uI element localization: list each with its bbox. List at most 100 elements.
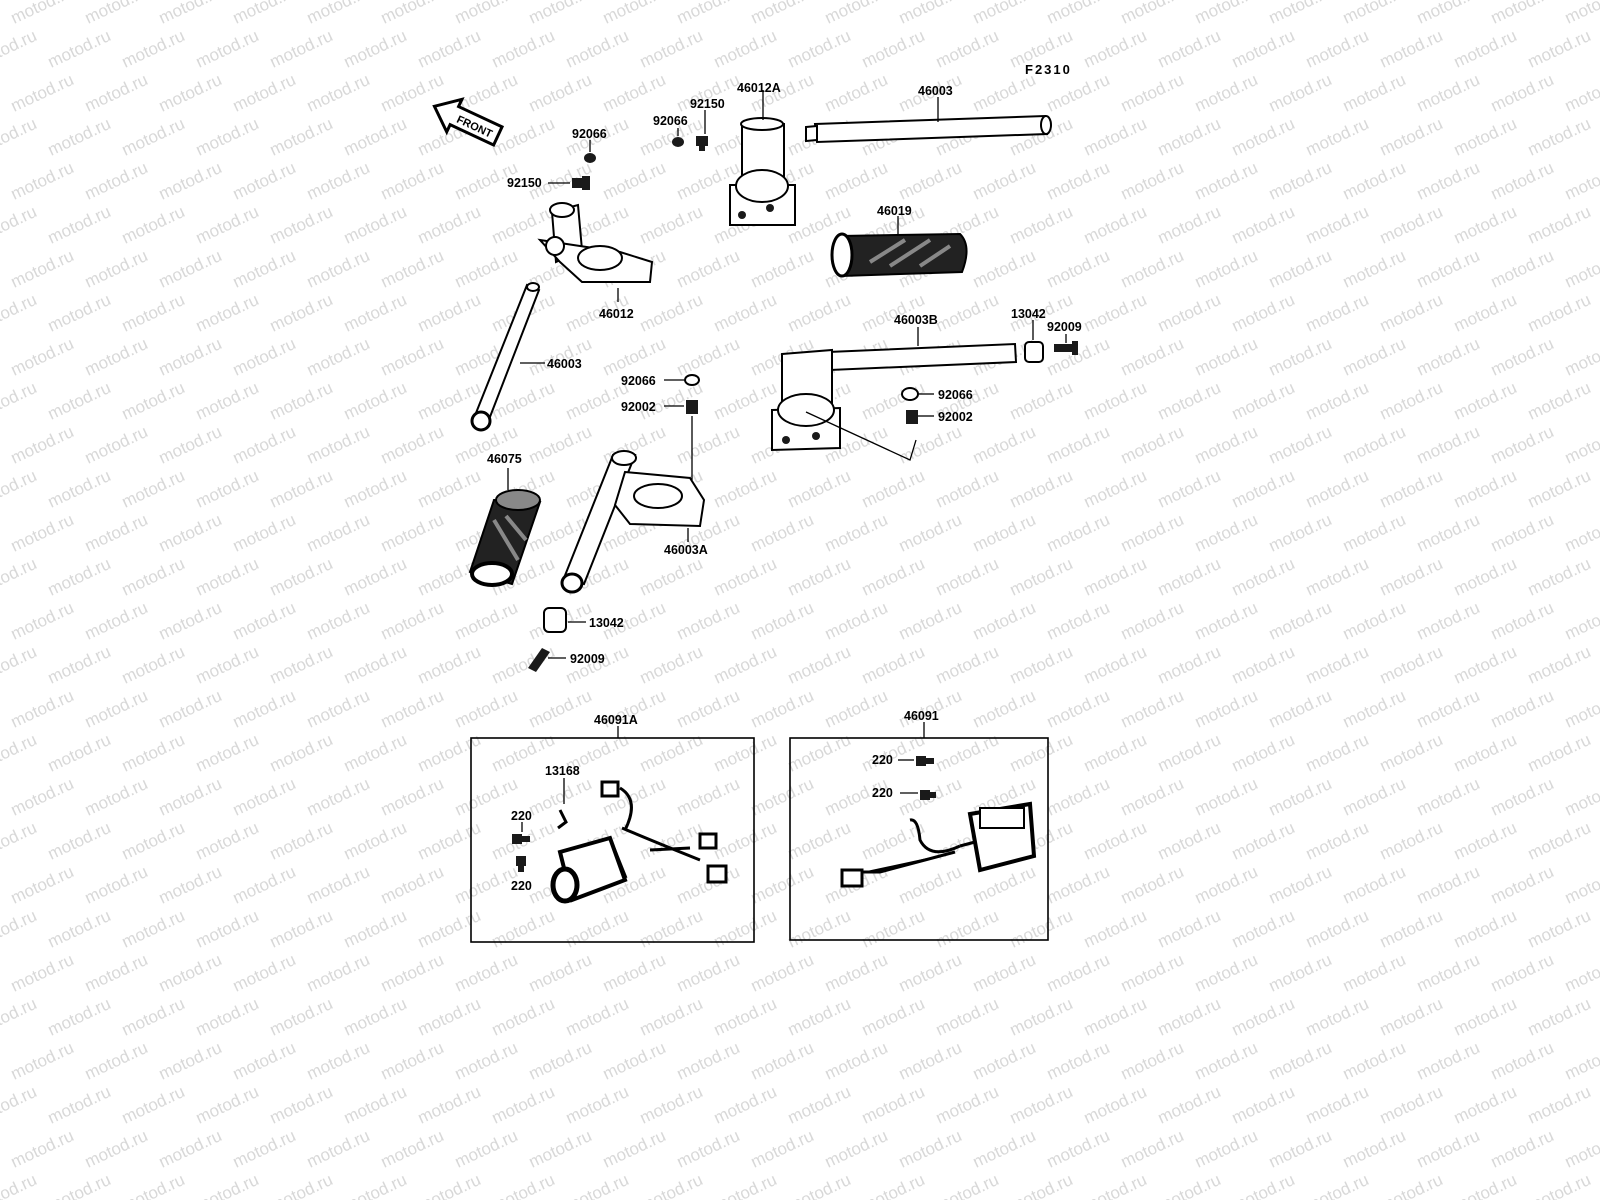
watermark-text: motod.ru bbox=[896, 422, 965, 468]
watermark-text: motod.ru bbox=[304, 0, 373, 28]
label-92002-mid: 92002 bbox=[621, 400, 656, 414]
watermark-text: motod.ru bbox=[304, 422, 373, 468]
watermark-text: motod.ru bbox=[193, 114, 262, 160]
watermark-text: motod.ru bbox=[0, 950, 3, 996]
watermark-text: motod.ru bbox=[526, 0, 595, 28]
watermark-text: motod.ru bbox=[82, 862, 151, 908]
watermark-text: motod.ru bbox=[637, 1170, 706, 1200]
watermark-text: motod.ru bbox=[0, 818, 40, 864]
watermark-text: motod.ru bbox=[1229, 642, 1298, 688]
watermark-text: motod.ru bbox=[1118, 950, 1187, 996]
watermark-text: motod.ru bbox=[1525, 554, 1594, 600]
watermark-text: motod.ru bbox=[378, 334, 447, 380]
watermark-text: motod.ru bbox=[1525, 906, 1594, 952]
watermark-text: motod.ru bbox=[0, 642, 40, 688]
watermark-text: motod.ru bbox=[600, 950, 669, 996]
watermark-text: motod.ru bbox=[1340, 950, 1409, 996]
watermark-text: motod.ru bbox=[859, 994, 928, 1040]
watermark-text: motod.ru bbox=[1525, 290, 1594, 336]
watermark-text: motod.ru bbox=[674, 950, 743, 996]
watermark-text: motod.ru bbox=[1081, 642, 1150, 688]
watermark-text: motod.ru bbox=[1377, 1170, 1446, 1200]
watermark-text: motod.ru bbox=[341, 730, 410, 776]
watermark-text: motod.ru bbox=[1488, 422, 1557, 468]
watermark-text: motod.ru bbox=[1451, 26, 1520, 72]
watermark-text: motod.ru bbox=[1229, 26, 1298, 72]
watermark-text: motod.ru bbox=[1081, 1082, 1150, 1128]
watermark-text: motod.ru bbox=[341, 642, 410, 688]
watermark-text: motod.ru bbox=[156, 774, 225, 820]
label-46019: 46019 bbox=[877, 204, 912, 218]
watermark-text: motod.ru bbox=[1118, 598, 1187, 644]
watermark-text: motod.ru bbox=[970, 158, 1039, 204]
watermark-text: motod.ru bbox=[1525, 114, 1594, 160]
watermark-text: motod.ru bbox=[230, 158, 299, 204]
watermark-text: motod.ru bbox=[1081, 26, 1150, 72]
front-arrow-icon: FRONT bbox=[432, 97, 505, 147]
watermark-text: motod.ru bbox=[378, 422, 447, 468]
watermark-text: motod.ru bbox=[1303, 994, 1372, 1040]
watermark-text: motod.ru bbox=[1192, 422, 1261, 468]
watermark-text: motod.ru bbox=[1118, 246, 1187, 292]
watermark-text: motod.ru bbox=[896, 510, 965, 556]
watermark-text: motod.ru bbox=[8, 1126, 77, 1172]
watermark-text: motod.ru bbox=[1118, 0, 1187, 28]
switch-46091 bbox=[840, 801, 1037, 888]
watermark-text: motod.ru bbox=[304, 70, 373, 116]
watermark-text: motod.ru bbox=[1118, 158, 1187, 204]
watermark-text: motod.ru bbox=[341, 818, 410, 864]
washer-92066-right-icon bbox=[901, 387, 919, 401]
watermark-text: motod.ru bbox=[82, 950, 151, 996]
screw-220-c-icon bbox=[916, 756, 934, 766]
watermark-text: motod.ru bbox=[1229, 202, 1298, 248]
watermark-text: motod.ru bbox=[0, 730, 40, 776]
watermark-text: motod.ru bbox=[1377, 1082, 1446, 1128]
watermark-text: motod.ru bbox=[637, 730, 706, 776]
watermark-text: motod.ru bbox=[0, 1082, 40, 1128]
watermark-text: motod.ru bbox=[822, 0, 891, 28]
watermark-text: motod.ru bbox=[45, 554, 114, 600]
watermark-text: motod.ru bbox=[1525, 1170, 1594, 1200]
watermark-text: motod.ru bbox=[45, 26, 114, 72]
watermark-text: motod.ru bbox=[1562, 1126, 1600, 1172]
watermark-text: motod.ru bbox=[45, 290, 114, 336]
watermark-text: motod.ru bbox=[193, 26, 262, 72]
watermark-text: motod.ru bbox=[1525, 642, 1594, 688]
watermark-text: motod.ru bbox=[378, 774, 447, 820]
watermark-text: motod.ru bbox=[1451, 378, 1520, 424]
watermark-text: motod.ru bbox=[230, 0, 299, 28]
watermark-text: motod.ru bbox=[526, 1126, 595, 1172]
watermark-text: motod.ru bbox=[637, 26, 706, 72]
label-92066-right: 92066 bbox=[938, 388, 973, 402]
watermark-text: motod.ru bbox=[1451, 1082, 1520, 1128]
watermark-text: motod.ru bbox=[674, 598, 743, 644]
watermark-text: motod.ru bbox=[1562, 510, 1600, 556]
watermark-text: motod.ru bbox=[1081, 906, 1150, 952]
watermark-text: motod.ru bbox=[674, 1126, 743, 1172]
watermark-text: motod.ru bbox=[1414, 510, 1483, 556]
watermark-text: motod.ru bbox=[0, 290, 40, 336]
watermark-text: motod.ru bbox=[156, 950, 225, 996]
watermark-text: motod.ru bbox=[563, 994, 632, 1040]
watermark-text: motod.ru bbox=[304, 246, 373, 292]
watermark-text: motod.ru bbox=[1044, 862, 1113, 908]
watermark-text: motod.ru bbox=[8, 950, 77, 996]
watermark-text: motod.ru bbox=[785, 642, 854, 688]
watermark-text: motod.ru bbox=[0, 1170, 40, 1200]
watermark-text: motod.ru bbox=[8, 334, 77, 380]
watermark-text: motod.ru bbox=[156, 334, 225, 380]
washer-92066-mid-icon bbox=[684, 374, 700, 386]
watermark-text: motod.ru bbox=[1229, 554, 1298, 600]
watermark-text: motod.ru bbox=[1525, 994, 1594, 1040]
watermark-text: motod.ru bbox=[82, 70, 151, 116]
watermark-text: motod.ru bbox=[1229, 378, 1298, 424]
watermark-text: motod.ru bbox=[896, 950, 965, 996]
watermark-text: motod.ru bbox=[1414, 70, 1483, 116]
watermark-text: motod.ru bbox=[822, 510, 891, 556]
watermark-text: motod.ru bbox=[304, 598, 373, 644]
watermark-text: motod.ru bbox=[526, 70, 595, 116]
watermark-text: motod.ru bbox=[711, 906, 780, 952]
watermark-text: motod.ru bbox=[1414, 950, 1483, 996]
watermark-text: motod.ru bbox=[970, 950, 1039, 996]
watermark-text: motod.ru bbox=[230, 598, 299, 644]
